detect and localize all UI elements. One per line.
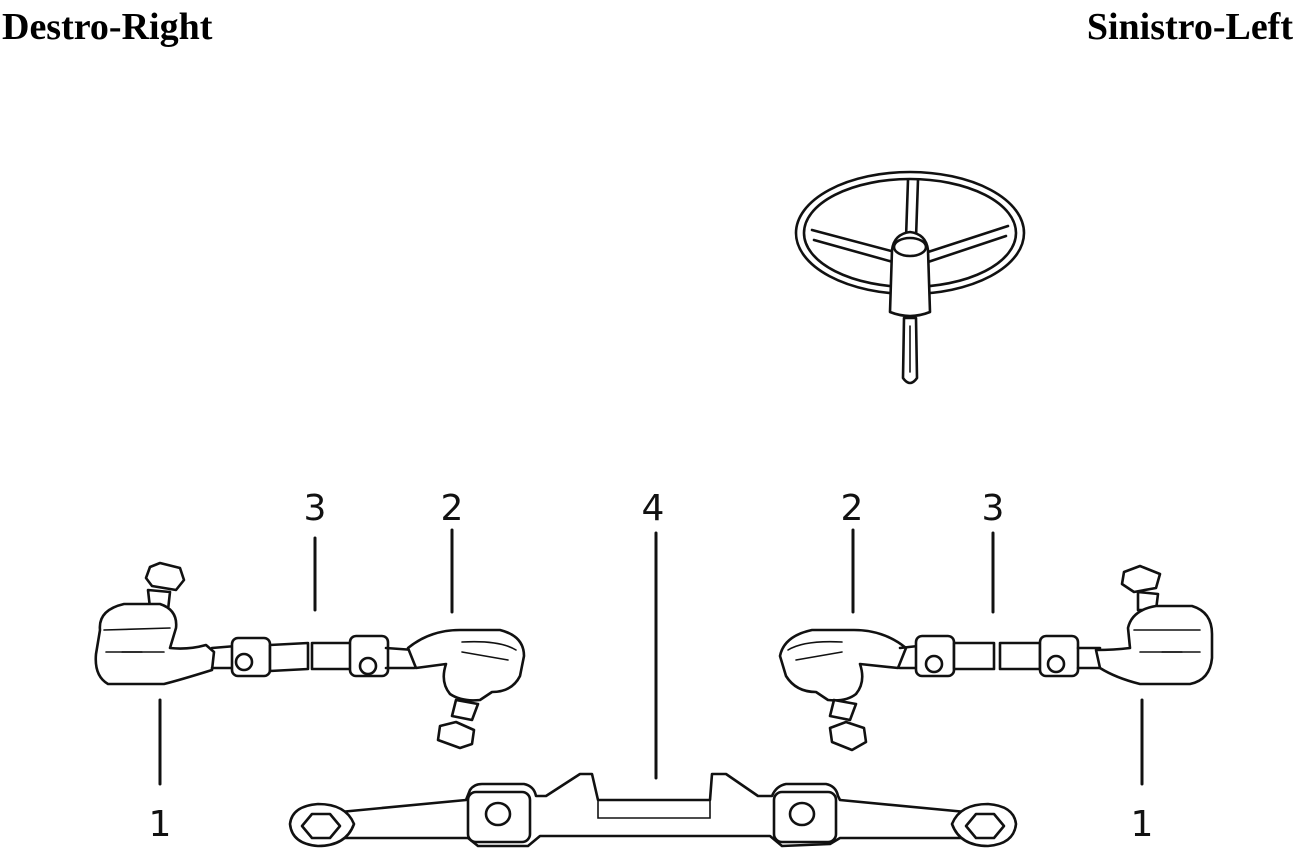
callout-left-inner-end: 2 [841,488,864,529]
heading-sinistro-left: Sinistro-Left [1086,6,1293,48]
steering-wheel-icon [794,170,1026,385]
heading-destro-right: Destro-Right [2,6,213,48]
leader-lines [158,528,1144,786]
callout-right-sleeve: 3 [304,488,327,529]
tie-rod-assembly-right [94,561,526,750]
callout-center-link: 4 [642,488,665,529]
callout-right-inner-end: 2 [441,488,464,529]
callout-left-outer-end: 1 [1131,804,1154,845]
callout-left-sleeve: 3 [982,488,1005,529]
tie-rod-assembly-left [778,564,1214,752]
tie-rod-end-inner-left [778,628,908,752]
tie-rod-end-outer-left [1094,564,1214,686]
adjusting-sleeve-left [898,634,1102,678]
tie-rod-end-inner-right [406,628,526,750]
adjusting-sleeve-right [210,634,416,678]
center-drag-link-icon [288,772,1018,848]
callout-right-outer-end: 1 [149,804,172,845]
tie-rod-end-outer-right [94,561,216,686]
